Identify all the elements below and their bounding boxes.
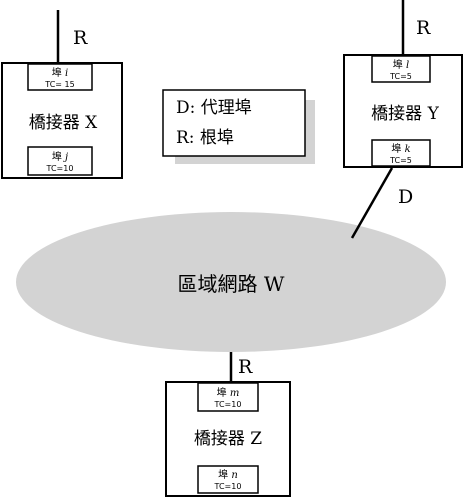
bridge-z-port-m <box>197 382 259 412</box>
bridge-y-designated-link <box>350 167 394 239</box>
bridge-x-port-j-tc: TC=10 <box>46 164 74 173</box>
bridge-x-name: 橋接器 X <box>29 113 98 133</box>
bridge-z-port-n-tc: TC=10 <box>214 482 242 491</box>
bridge-x-port-i-label: 埠 i <box>52 66 68 79</box>
bridge-z-port-n-label: 埠 n <box>218 468 238 481</box>
network-w-label: 區域網路 W <box>178 272 285 296</box>
bridge-x-port-i <box>27 63 93 91</box>
bridge-y-link-role-bottom: D <box>398 186 413 208</box>
bridge-z-port-m-label: 埠 m <box>217 386 240 399</box>
bridge-x-port-i-tc: TC= 15 <box>44 80 74 89</box>
legend-designated: D: 代理埠 <box>176 98 252 118</box>
legend-root: R: 根埠 <box>176 128 234 148</box>
bridge-z-port-m-tc: TC=10 <box>214 400 242 409</box>
bridge-y-port-k-tc: TC=5 <box>389 156 412 165</box>
bridge-x-link-role: R <box>73 27 88 49</box>
bridge-z-name: 橋接器 Z <box>194 429 262 449</box>
bridge-y-port-k-label: 埠 k <box>391 142 410 155</box>
bridge-z-port-n <box>197 465 259 494</box>
network-w <box>16 212 446 352</box>
bridge-x-port-j <box>27 146 93 176</box>
bridge-x-port-j-label: 埠 j <box>52 150 68 163</box>
bridge-y-port-l-tc: TC=5 <box>389 72 412 81</box>
bridge-y-port-l <box>371 55 431 83</box>
bridge-z-link-role: R <box>238 356 253 378</box>
bridge-y-port-l-label: 埠 l <box>393 58 409 71</box>
bridge-y-link-role-top: R <box>416 17 431 39</box>
bridge-y-port-k <box>371 139 431 167</box>
bridge-y-name: 橋接器 Y <box>371 104 439 124</box>
legend-box <box>162 89 306 157</box>
